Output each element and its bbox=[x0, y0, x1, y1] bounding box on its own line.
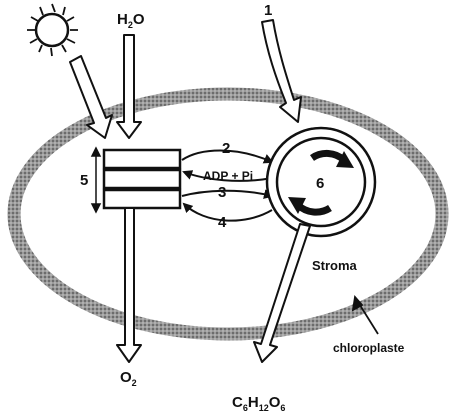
chloroplast-pointer bbox=[351, 294, 379, 335]
water-label: H2O bbox=[117, 11, 145, 30]
thylakoid-height-bracket bbox=[90, 146, 102, 214]
glucose-label: C6H12O6 bbox=[232, 394, 285, 413]
label-1: 1 bbox=[264, 2, 272, 19]
label-5: 5 bbox=[80, 172, 88, 189]
adp-pi-label: ADP + Pi bbox=[203, 169, 253, 183]
chloroplast-envelope bbox=[7, 87, 449, 341]
oxygen-arrow bbox=[116, 207, 142, 363]
sun-icon bbox=[27, 3, 78, 57]
glucose-arrow bbox=[253, 223, 311, 363]
arrow-2 bbox=[181, 149, 274, 164]
label-3: 3 bbox=[218, 184, 226, 201]
water-arrow bbox=[116, 34, 142, 139]
label-2: 2 bbox=[222, 140, 230, 157]
chloroplast-label: chloroplaste bbox=[333, 341, 405, 355]
thylakoid-stack bbox=[102, 148, 182, 210]
stroma-label: Stroma bbox=[312, 258, 358, 273]
light-arrow bbox=[69, 55, 113, 139]
label-6: 6 bbox=[316, 175, 324, 192]
arrow-adp bbox=[182, 170, 273, 182]
arrow-4 bbox=[182, 202, 273, 222]
oxygen-label: O2 bbox=[120, 369, 137, 388]
co2-input-arrow bbox=[261, 19, 302, 123]
arrow-3 bbox=[181, 189, 274, 199]
energy-arrows bbox=[181, 149, 274, 222]
label-4: 4 bbox=[218, 214, 227, 231]
